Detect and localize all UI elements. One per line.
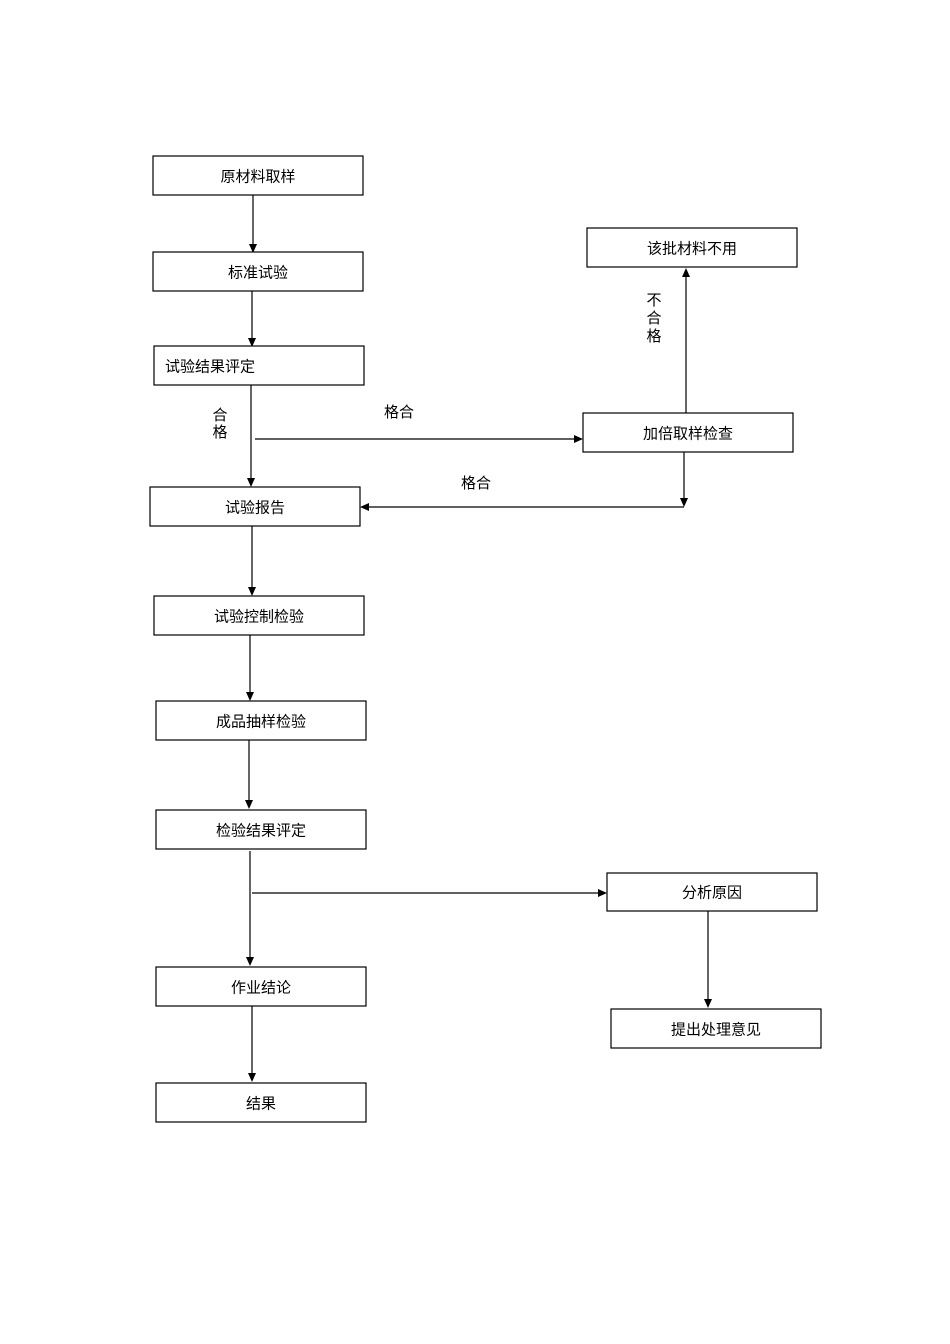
arrowhead-icon bbox=[248, 338, 256, 347]
node-test-evaluation: 试验结果评定 bbox=[153, 345, 365, 386]
edge-label-char: 不 bbox=[646, 291, 661, 309]
node-label: 原材料取样 bbox=[220, 168, 295, 186]
node-double-sampling: 加倍取样检查 bbox=[582, 412, 794, 453]
node-standard-test: 标准试验 bbox=[152, 251, 364, 292]
arrowhead-icon bbox=[248, 1073, 256, 1082]
node-result: 结果 bbox=[155, 1082, 367, 1123]
node-test-report: 试验报告 bbox=[149, 486, 361, 527]
edge-label-qualified-return: 格合 bbox=[461, 474, 491, 492]
arrowhead-icon bbox=[680, 498, 688, 507]
arrowhead-icon bbox=[574, 435, 583, 443]
arrowhead-icon bbox=[249, 244, 257, 253]
node-label: 提出处理意见 bbox=[671, 1021, 761, 1039]
node-label: 加倍取样检查 bbox=[643, 425, 733, 443]
node-work-conclusion: 作业结论 bbox=[155, 966, 367, 1007]
node-label: 该批材料不用 bbox=[647, 240, 737, 258]
node-product-sampling: 成品抽样检验 bbox=[155, 700, 367, 741]
arrowhead-icon bbox=[245, 800, 253, 809]
arrowhead-icon bbox=[247, 478, 255, 487]
edge-label-unqualified-horizontal: 格合 bbox=[384, 403, 414, 421]
node-label: 作业结论 bbox=[231, 979, 291, 997]
arrowhead-icon bbox=[248, 587, 256, 596]
edge-label-unqualified-vertical: 不合格 bbox=[646, 291, 661, 345]
node-raw-sampling: 原材料取样 bbox=[152, 155, 364, 196]
node-label: 试验报告 bbox=[225, 499, 285, 517]
node-label: 检验结果评定 bbox=[216, 822, 306, 840]
node-label: 结果 bbox=[246, 1095, 276, 1113]
node-label: 试验结果评定 bbox=[165, 358, 255, 376]
arrowhead-icon bbox=[598, 889, 607, 897]
arrowhead-icon bbox=[246, 957, 254, 966]
node-label: 试验控制检验 bbox=[214, 608, 304, 626]
arrowhead-icon bbox=[704, 999, 712, 1008]
node-material-rejected: 该批材料不用 bbox=[586, 227, 798, 268]
edge-label-char: 格 bbox=[646, 327, 661, 345]
arrowhead-icon bbox=[682, 268, 690, 277]
edge-label-char: 合 bbox=[646, 309, 661, 327]
arrowhead-icon bbox=[360, 503, 369, 511]
arrowhead-icon bbox=[246, 692, 254, 701]
edge-label-char: 格 bbox=[212, 423, 227, 441]
node-inspection-evaluation: 检验结果评定 bbox=[155, 809, 367, 850]
node-analyze-cause: 分析原因 bbox=[606, 872, 818, 912]
edge-label-qualified-vertical: 合格 bbox=[212, 406, 227, 441]
node-label: 标准试验 bbox=[228, 264, 288, 282]
node-label: 成品抽样检验 bbox=[216, 713, 306, 731]
node-test-control: 试验控制检验 bbox=[153, 595, 365, 636]
node-propose-handling: 提出处理意见 bbox=[610, 1008, 822, 1049]
node-label: 分析原因 bbox=[682, 884, 742, 902]
edge-label-char: 合 bbox=[212, 406, 227, 424]
